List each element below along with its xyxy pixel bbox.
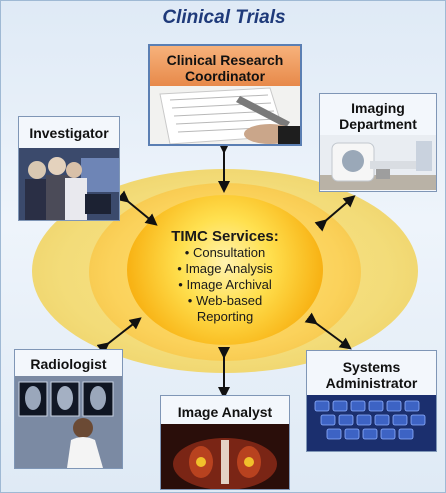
investigator-label: Investigator [29, 125, 109, 141]
arrow-investigator [116, 190, 158, 226]
analyst-label: Image Analyst [177, 404, 273, 420]
node-radiologist: Radiologist [14, 349, 123, 469]
paperwork-photo [150, 86, 300, 144]
radiologist-photo [15, 376, 122, 468]
service-item: • Consultation [184, 245, 266, 260]
service-item: • Image Analysis [177, 261, 273, 276]
node-systems-administrator: Systems Administrator [306, 350, 437, 452]
node-imaging-department: Imaging Department [319, 93, 437, 192]
sysadmin-label-line2: Administrator [325, 375, 418, 391]
node-clinical-research-coordinator: Clinical Research Coordinator [148, 44, 302, 146]
node-investigator: Investigator [18, 116, 120, 221]
service-item: • Image Archival [178, 277, 272, 292]
crc-label-line1: Clinical Research [166, 52, 284, 68]
services-core [127, 195, 323, 345]
arrow-imaging [314, 195, 356, 232]
scan-image-photo [161, 424, 289, 489]
services-list: TIMC Services: • Consultation • Image An… [127, 229, 323, 325]
arrow-sysadmin [304, 312, 352, 350]
scanner-photo [320, 135, 436, 190]
service-item: • Web-based [187, 293, 263, 308]
radiologist-label: Radiologist [30, 356, 107, 372]
services-heading: TIMC Services: [171, 228, 279, 245]
node-image-analyst: Image Analyst [160, 395, 290, 490]
crc-label-line2: Coordinator [184, 68, 266, 84]
diagram-title: Clinical Trials [162, 7, 286, 28]
sysadmin-label-line1: Systems [342, 359, 401, 375]
arrow-radiologist [96, 317, 142, 355]
service-item: Reporting [196, 309, 254, 324]
imaging-label-line1: Imaging [351, 100, 405, 116]
keyboard-photo [307, 395, 436, 451]
investigator-photo [19, 148, 119, 220]
imaging-label-line2: Department [339, 116, 417, 132]
